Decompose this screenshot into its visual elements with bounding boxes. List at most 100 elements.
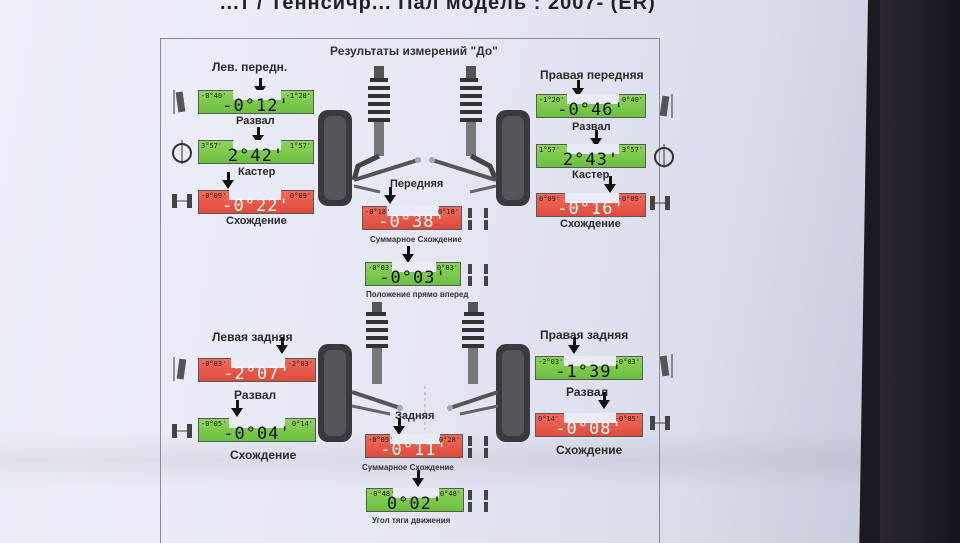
rear-left-toe-label: Схождение — [230, 448, 297, 462]
front-right-caster-arrow — [590, 130, 602, 147]
front-left-toe-max: 0°09' — [289, 192, 311, 200]
background-surface — [880, 0, 960, 543]
front-left-caster-gauge: 3°57' 1°57' 2°42' — [198, 140, 314, 166]
front-left-caster-label: Кастер — [238, 166, 276, 178]
rear-axle-label: Задняя — [395, 410, 435, 422]
front-axle-label: Передняя — [390, 178, 444, 190]
rear-total-toe-arrow — [393, 418, 405, 435]
front-left-caster-value: 2°42' — [227, 146, 285, 166]
caster-wheel-icon — [172, 140, 192, 164]
front-total-toe-label: Суммарное Схождение — [370, 235, 462, 244]
rear-suspension-illustration — [318, 302, 530, 442]
front-left-caster-arrow — [252, 127, 264, 144]
rear-right-camber-gauge: -2°03' -0°03' -1°39' — [535, 356, 643, 382]
front-left-toe-min: -0°09' — [201, 192, 227, 200]
rear-left-toe-max: 0°14' — [291, 420, 313, 428]
straight-ahead-gauge: -0°03' 0°03' -0°03' — [365, 262, 461, 288]
front-right-toe-min: 0°09' — [539, 195, 561, 203]
front-right-toe-max: -0°09' — [617, 195, 643, 203]
thrust-angle-max: 0°48' — [439, 490, 461, 498]
front-right-caster-gauge: 1°57' 3°57' 2°43' — [536, 144, 646, 170]
front-left-camber-max: -1°20' — [285, 92, 311, 100]
rear-right-toe-max: -0°05' — [614, 415, 640, 423]
front-left-camber-value: -0°12' — [222, 96, 290, 116]
report-title: Результаты измерений "До" — [330, 44, 498, 58]
rear-toe-wheel-icon-right — [650, 416, 670, 430]
front-total-toe-max: 0°18' — [437, 208, 459, 216]
rear-left-title: Левая задняя — [212, 330, 293, 344]
total-toe-car-icon — [468, 208, 488, 230]
rear-left-camber-value: -2°07' — [223, 364, 291, 384]
front-total-toe-gauge: -0°18' 0°18' -0°38' — [362, 206, 462, 232]
thrust-angle-label: Угол тяги движения — [372, 516, 451, 525]
straight-ahead-arrow — [402, 246, 414, 263]
front-right-toe-arrow — [604, 176, 616, 193]
thrust-angle-gauge: -0°48' 0°48' 0°02' — [366, 488, 464, 514]
front-right-caster-min: 1°57' — [539, 146, 561, 154]
rear-right-toe-gauge: 0°14' -0°05' -0°08' — [535, 413, 643, 439]
front-left-caster-min: 3°57' — [201, 142, 223, 150]
front-right-caster-label: Кастер — [572, 169, 610, 181]
front-right-toe-gauge: 0°09' -0°09' -0°16' — [536, 193, 646, 219]
straight-ahead-max: 0°03' — [436, 264, 458, 272]
rear-right-camber-arrow — [568, 337, 580, 354]
front-right-title: Правая передняя — [540, 68, 644, 82]
front-suspension-illustration — [318, 66, 530, 206]
rear-right-camber-max: -0°03' — [614, 358, 640, 366]
front-right-caster-value: 2°43' — [562, 150, 620, 170]
rear-total-toe-car-icon — [468, 436, 488, 458]
front-left-camber-gauge: -0°40' -1°20' -0°12' — [198, 90, 314, 116]
front-right-camber-gauge: -1°20' 0°40' -0°46' — [536, 94, 646, 120]
rear-left-toe-gauge: -0°05' 0°14' -0°04' — [198, 418, 316, 444]
rear-right-toe-min: 0°14' — [538, 415, 560, 423]
toe-wheel-icon — [172, 194, 192, 208]
rear-total-toe-max: 0°28' — [438, 436, 460, 444]
rear-right-toe-label: Схождение — [556, 443, 623, 457]
rear-right-title: Правая задняя — [540, 328, 629, 342]
header-text: ...т / Теннсичр... Пал модель : 2007- (E… — [220, 0, 656, 14]
rear-left-camber-label: Развал — [234, 388, 277, 402]
rear-left-camber-arrow — [276, 337, 288, 354]
rear-total-toe-value: -0°11' — [380, 440, 448, 460]
front-right-camber-min: -1°20' — [539, 96, 565, 104]
thrust-angle-min: -0°48' — [369, 490, 395, 498]
straight-ahead-label: Положение прямо вперед — [366, 290, 469, 299]
rear-left-toe-min: -0°05' — [201, 420, 227, 428]
front-right-toe-label: Схождение — [560, 218, 621, 230]
rear-toe-wheel-icon — [172, 424, 192, 438]
report-frame — [160, 38, 660, 543]
front-left-toe-gauge: -0°09' 0°09' -0°22' — [198, 190, 314, 216]
toe-wheel-icon-right — [650, 196, 670, 210]
rear-camber-wheel-icon — [173, 357, 187, 381]
rear-camber-wheel-icon-right — [659, 354, 673, 378]
thrust-angle-value: 0°02' — [386, 494, 444, 514]
front-left-toe-label: Схождение — [226, 215, 287, 227]
front-total-toe-value: -0°38' — [378, 212, 446, 232]
front-total-toe-min: -0°18' — [365, 208, 391, 216]
rear-left-toe-arrow — [231, 400, 243, 417]
straight-ahead-min: -0°03' — [368, 264, 394, 272]
rear-right-camber-label: Развал — [566, 385, 609, 399]
front-right-toe-value: -0°16' — [557, 199, 625, 219]
steering-car-icon — [468, 264, 488, 286]
rear-right-toe-value: -0°08' — [555, 419, 623, 439]
thrust-car-icon — [468, 490, 488, 512]
front-total-toe-arrow — [384, 187, 396, 204]
rear-left-toe-value: -0°04' — [223, 424, 291, 444]
rear-right-toe-arrow — [598, 392, 610, 409]
front-right-camber-value: -0°46' — [557, 100, 625, 120]
thrust-angle-arrow — [412, 470, 424, 487]
front-left-toe-value: -0°22' — [222, 196, 290, 216]
rear-right-camber-value: -1°39' — [555, 362, 623, 382]
camber-wheel-icon — [173, 90, 186, 114]
front-left-camber-min: -0°40' — [201, 92, 227, 100]
rear-left-camber-max: -2°03' — [287, 360, 313, 368]
front-right-caster-max: 3°57' — [621, 146, 643, 154]
straight-ahead-value: -0°03' — [379, 268, 447, 288]
rear-left-camber-gauge: -0°03' -2°03' -2°07' — [198, 358, 316, 384]
camber-wheel-icon-right — [659, 94, 673, 118]
front-left-title: Лев. передн. — [212, 60, 288, 74]
rear-total-toe-gauge: -0°09' 0°28' -0°11' — [365, 434, 463, 460]
front-left-caster-max: 1°57' — [289, 142, 311, 150]
front-left-camber-label: Развал — [236, 115, 275, 127]
